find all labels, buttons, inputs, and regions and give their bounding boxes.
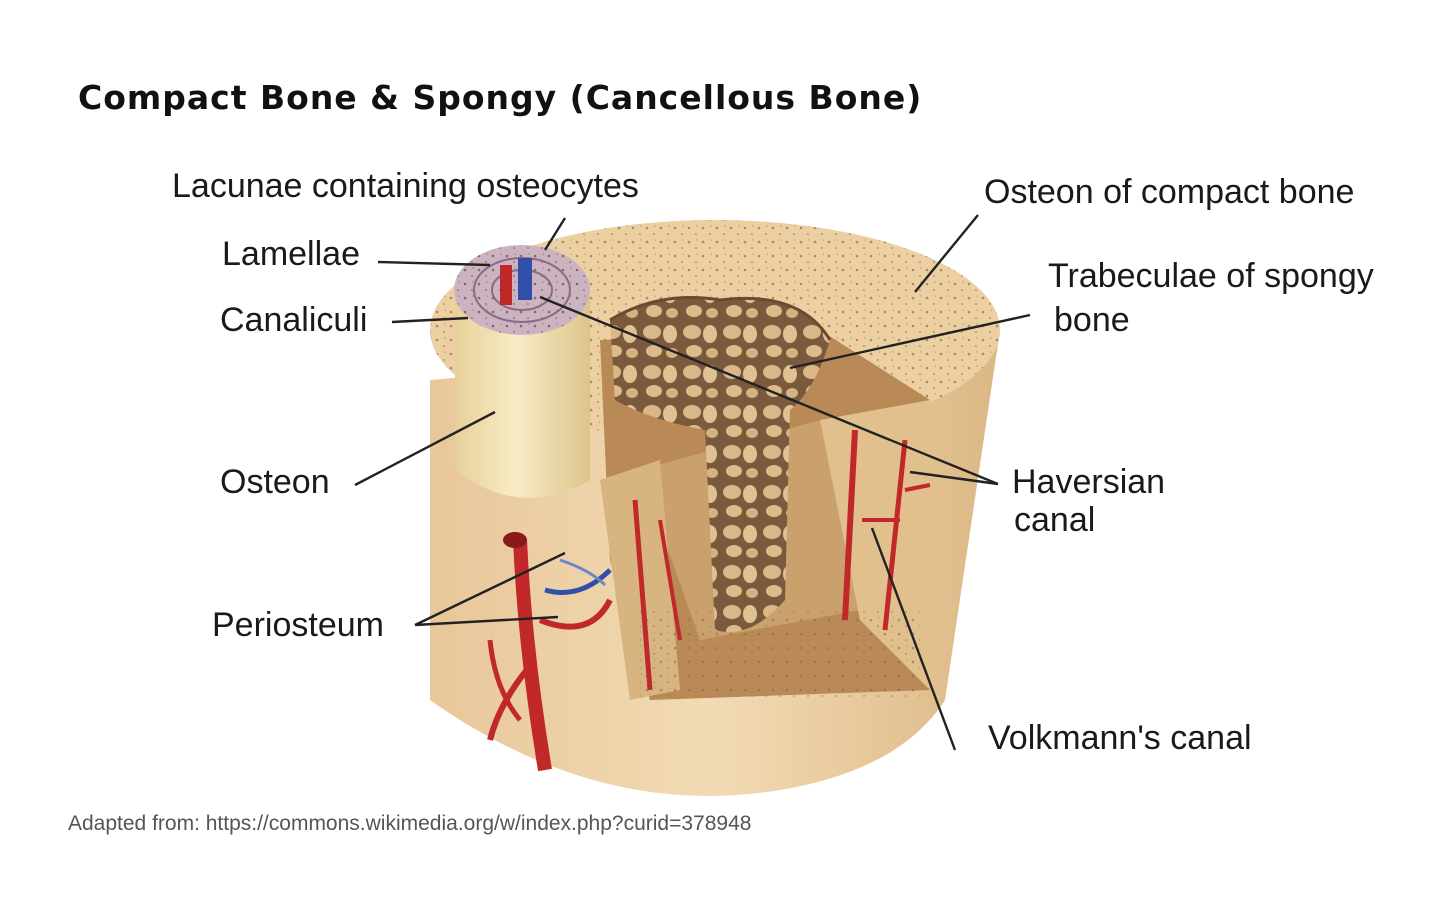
leader-lamellae: [377, 260, 491, 267]
leader-osteon-compact: [914, 214, 979, 293]
osteon-cylinder: [455, 295, 590, 498]
leader-trabeculae: [789, 313, 1031, 370]
haversian-vessel-blue: [518, 258, 532, 300]
spongy-bone-trabeculae: [610, 297, 830, 632]
leader-osteon: [354, 410, 496, 487]
leader-lacunae: [543, 217, 567, 251]
leader-haversian-1: [539, 295, 999, 486]
label-lacunae: Lacunae containing osteocytes: [172, 167, 639, 205]
label-volkmann: Volkmann's canal: [988, 719, 1252, 757]
periosteum-artery: [513, 539, 552, 772]
leader-periosteum-1: [414, 551, 566, 627]
label-periosteum: Periosteum: [212, 606, 384, 644]
label-lamellae: Lamellae: [222, 235, 360, 273]
diagram-title: Compact Bone & Spongy (Cancellous Bone): [78, 78, 923, 117]
leader-haversian-2: [909, 470, 999, 486]
label-haversian-line2: canal: [1014, 501, 1096, 539]
label-haversian-line1: Haversian: [1012, 463, 1166, 501]
source-credit: Adapted from: https://commons.wikimedia.…: [68, 812, 752, 835]
haversian-vessel-red: [500, 265, 512, 305]
leader-volkmann: [870, 527, 957, 751]
label-trabeculae-line2: bone: [1054, 301, 1130, 339]
leader-canaliculi: [391, 316, 469, 324]
label-osteon-compact: Osteon of compact bone: [984, 173, 1355, 211]
label-canaliculi: Canaliculi: [220, 301, 368, 339]
leader-lines: [354, 214, 1031, 751]
leader-periosteum-2: [414, 615, 559, 627]
label-trabeculae-line1: Trabeculae of spongy: [1048, 257, 1374, 295]
label-osteon: Osteon: [220, 463, 330, 501]
